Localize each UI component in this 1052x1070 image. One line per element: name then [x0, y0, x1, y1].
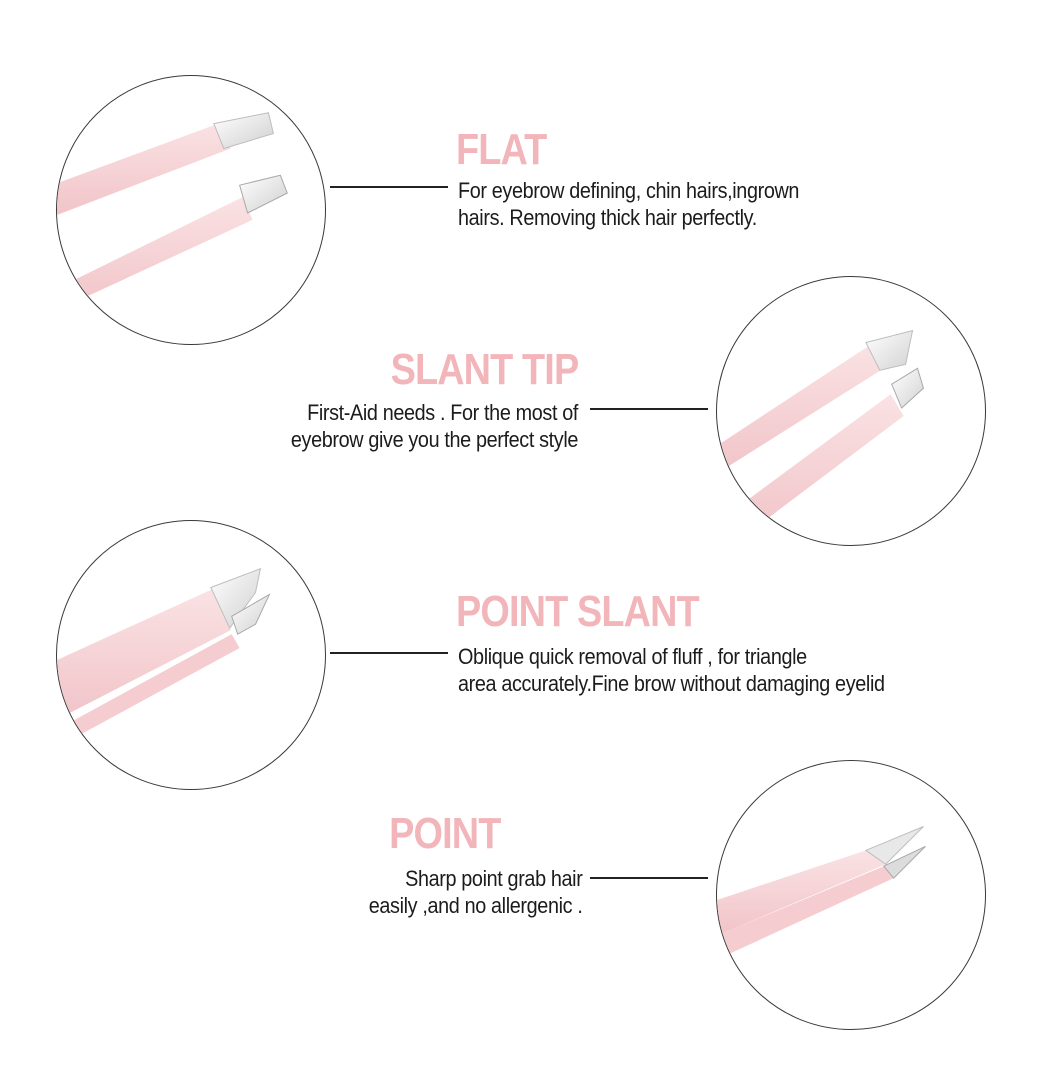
point-tweezer-image	[716, 760, 986, 1030]
flat-connector-line	[330, 186, 448, 188]
point-slant-description-line-2: area accurately.Fine brow without damagi…	[458, 671, 885, 696]
slant-tip-description-line-1: First-Aid needs . For the most of	[307, 400, 578, 425]
point-title: POINT	[388, 809, 501, 858]
point-tweezer-icon	[717, 826, 926, 960]
flat-tweezer-image	[56, 75, 326, 345]
flat-description-line-1: For eyebrow defining, chin hairs,ingrown	[458, 178, 800, 203]
point-slant-title: POINT SLANT	[456, 587, 700, 636]
slant-tip-description-line-2: eyebrow give you the perfect style	[290, 427, 578, 452]
point-connector-line	[590, 877, 708, 879]
flat-title: FLAT	[456, 125, 547, 174]
point-slant-connector-line	[330, 652, 448, 654]
slant-tip-tweezer-image	[716, 276, 986, 546]
point-slant-tweezer-image	[56, 520, 326, 790]
slant-tip-description: First-Aid needs . For the most of eyebro…	[291, 399, 578, 453]
point-description: Sharp point grab hair easily ,and no all…	[368, 865, 582, 919]
slant-tip-title: SLANT TIP	[390, 345, 579, 394]
flat-description-line-2: hairs. Removing thick hair perfectly.	[458, 205, 757, 230]
point-description-line-2: easily ,and no allergenic .	[368, 893, 582, 918]
point-slant-description-line-1: Oblique quick removal of fluff , for tri…	[458, 644, 807, 669]
point-description-line-1: Sharp point grab hair	[404, 866, 583, 891]
slant-tip-connector-line	[590, 408, 708, 410]
point-slant-description: Oblique quick removal of fluff , for tri…	[458, 643, 885, 697]
flat-tip-tweezer-icon	[57, 112, 288, 311]
slant-tip-tweezer-icon	[717, 329, 925, 538]
flat-description: For eyebrow defining, chin hairs,ingrown…	[458, 177, 799, 231]
point-slant-tweezer-icon	[57, 567, 271, 748]
